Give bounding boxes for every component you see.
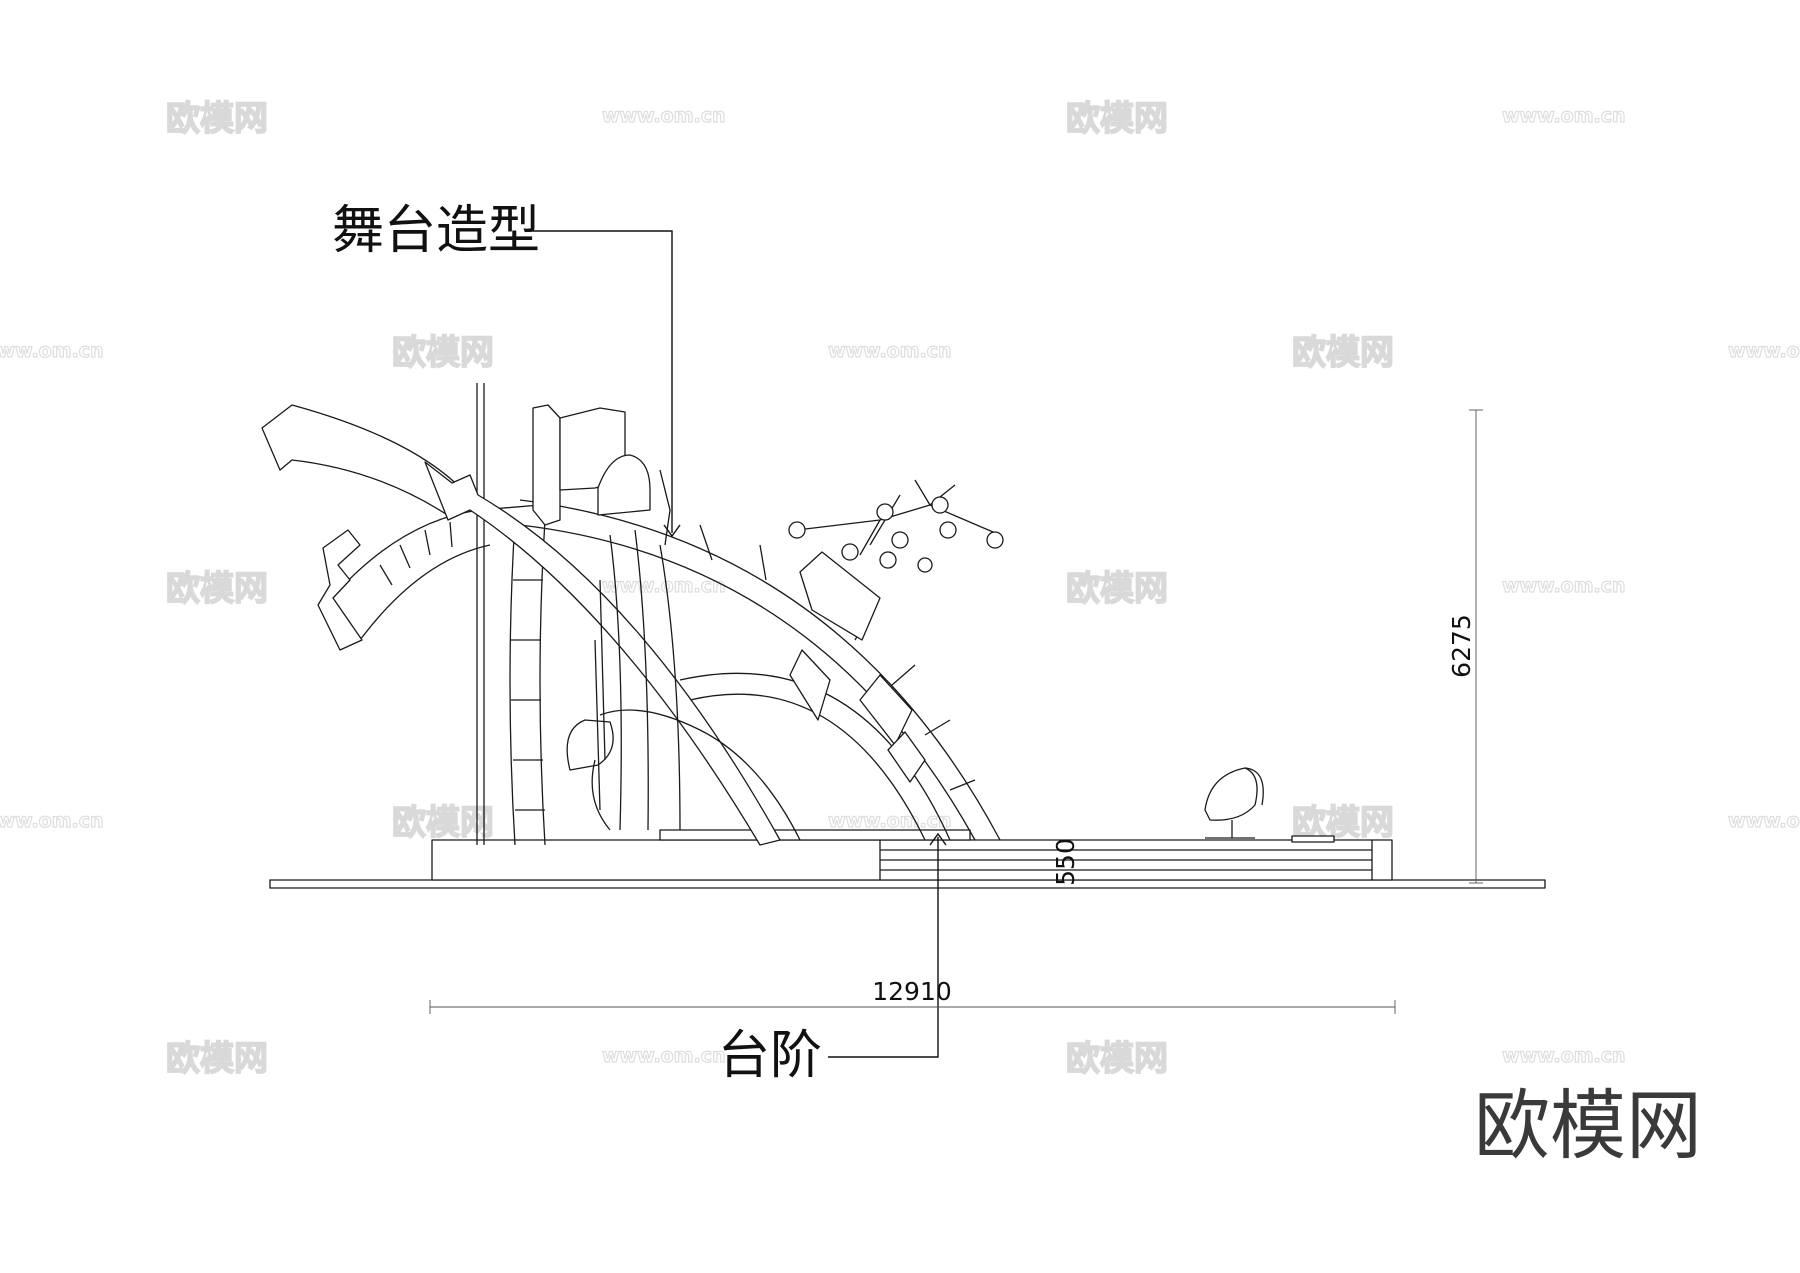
diagonal-beam <box>424 461 781 846</box>
branch-stem <box>796 504 1001 536</box>
left-column-segments <box>511 579 545 811</box>
arch-inner-edge <box>689 693 926 841</box>
arch-inner <box>679 672 951 841</box>
right-block-d <box>887 731 926 783</box>
label-steps: 台阶 <box>718 1026 822 1086</box>
branch-ball <box>939 521 957 539</box>
watermark-brand: 欧模网 <box>166 99 268 139</box>
branch-ball <box>917 557 933 573</box>
watermark-brand: 欧模网 <box>1292 333 1394 373</box>
leader-stage-shape <box>530 230 673 533</box>
branch-ball <box>841 543 859 561</box>
watermark-url: www.om.cn <box>1502 1045 1626 1067</box>
watermark-brand: 欧模网 <box>166 569 268 609</box>
watermark-url: www.om.cn <box>602 575 726 597</box>
branch-ball <box>891 531 909 549</box>
right-block-a <box>799 551 881 641</box>
mid-fin-c <box>659 544 681 831</box>
stage-sculpture <box>261 383 1001 846</box>
mid-fin-a <box>609 534 622 831</box>
left-block-cluster <box>317 529 363 651</box>
top-block-edge <box>659 469 671 546</box>
top-block-dome <box>597 454 651 516</box>
watermark-url: www.om.cn <box>1728 810 1800 832</box>
chair-seat <box>1204 767 1258 821</box>
watermark-url: www.om.cn <box>0 810 104 832</box>
dim-text-height: 6275 <box>1447 614 1476 678</box>
callout-steps: 台阶 <box>718 832 947 1086</box>
arch-outer <box>519 499 1001 841</box>
leader-arrow-stage-shape <box>663 524 681 538</box>
label-stage-shape: 舞台造型 <box>332 201 540 261</box>
step-cap <box>1291 835 1335 843</box>
leader-arrow-steps <box>929 832 947 846</box>
stage-platform <box>431 829 1393 881</box>
branch-ball <box>931 496 949 514</box>
callout-stage-shape: 舞台造型 <box>332 201 681 538</box>
watermark-url: www.om.cn <box>602 105 726 127</box>
ground-slab <box>269 879 1546 889</box>
watermark-url: www.om.cn <box>1728 340 1800 362</box>
watermark-url: www.om.cn <box>1502 105 1626 127</box>
chair-back-edge <box>1244 767 1264 806</box>
leader-steps <box>828 837 939 1058</box>
dimension-step: 550 <box>1051 838 1080 886</box>
dimension-width: 12910 <box>429 977 1396 1014</box>
watermark-brand: 欧模网 <box>1066 99 1168 139</box>
mid-fin-d <box>594 579 606 811</box>
upper-left-blade <box>261 404 471 519</box>
branch-ball <box>879 551 897 569</box>
watermark-url: www.om.cn <box>828 340 952 362</box>
dim-text-width: 12910 <box>872 977 952 1006</box>
base-knot <box>566 719 614 771</box>
watermark-url: www.om.cn <box>828 810 952 832</box>
top-block-a <box>532 404 561 526</box>
base-sweep <box>599 709 801 841</box>
dim-text-step: 550 <box>1051 838 1080 886</box>
base-knot-tail <box>591 759 611 831</box>
mid-fin-b <box>634 529 649 831</box>
left-arch-bottom <box>359 544 491 641</box>
platform-upper-slab <box>659 829 971 841</box>
watermark-brand: 欧模网 <box>166 1039 268 1079</box>
branch-ball <box>876 503 894 521</box>
watermark-brand: 欧模网 <box>1066 1039 1168 1079</box>
watermark-url: www.om.cn <box>602 1045 726 1067</box>
dimension-height: 6275 <box>1447 409 1483 884</box>
arch-outer-inner <box>519 524 976 841</box>
right-block-b <box>789 649 831 721</box>
branch-ball <box>986 531 1004 549</box>
watermark-brand: 欧模网 <box>392 333 494 373</box>
chair <box>1204 767 1264 839</box>
ball-branch <box>788 479 1004 573</box>
left-column-outer <box>509 519 516 846</box>
right-block-c <box>859 674 913 746</box>
left-arch-segments <box>379 521 453 586</box>
watermark-brand: 欧模网 <box>392 803 494 843</box>
watermark-layer: 欧模网 www.om.cn 欧模网 www.om.cn www.om.cn 欧模… <box>0 98 1800 1080</box>
brand-logo: 欧模网 <box>1474 1081 1702 1170</box>
watermark-brand: 欧模网 <box>1066 569 1168 609</box>
watermark-url: www.om.cn <box>1502 575 1626 597</box>
branch-ball <box>788 521 806 539</box>
watermark-url: www.om.cn <box>0 340 104 362</box>
